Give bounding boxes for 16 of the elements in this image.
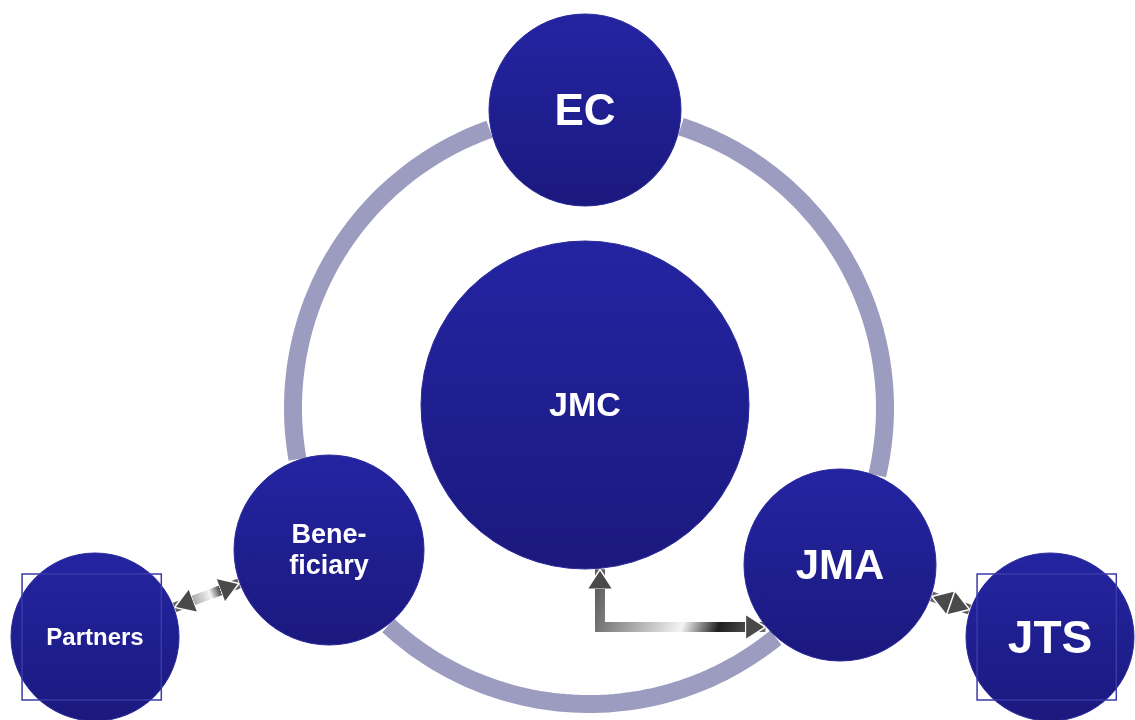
ring-arc	[284, 120, 493, 462]
node-label: JTS	[1007, 610, 1093, 664]
node-label: Bene- ficiary	[288, 518, 370, 582]
node-label: JMA	[795, 540, 885, 590]
ring-arc	[678, 118, 894, 478]
node-label: EC	[554, 84, 616, 136]
double-arrow	[172, 577, 241, 614]
circle-node	[488, 13, 682, 207]
elbow-double-arrow	[586, 568, 767, 641]
circle-node	[743, 468, 937, 662]
node-label: JMC	[549, 385, 621, 425]
circle-node	[420, 240, 750, 570]
node-label: Partners	[46, 623, 144, 651]
double-arrow	[930, 589, 972, 616]
circle-node	[233, 454, 425, 646]
ring-arc	[382, 618, 782, 713]
